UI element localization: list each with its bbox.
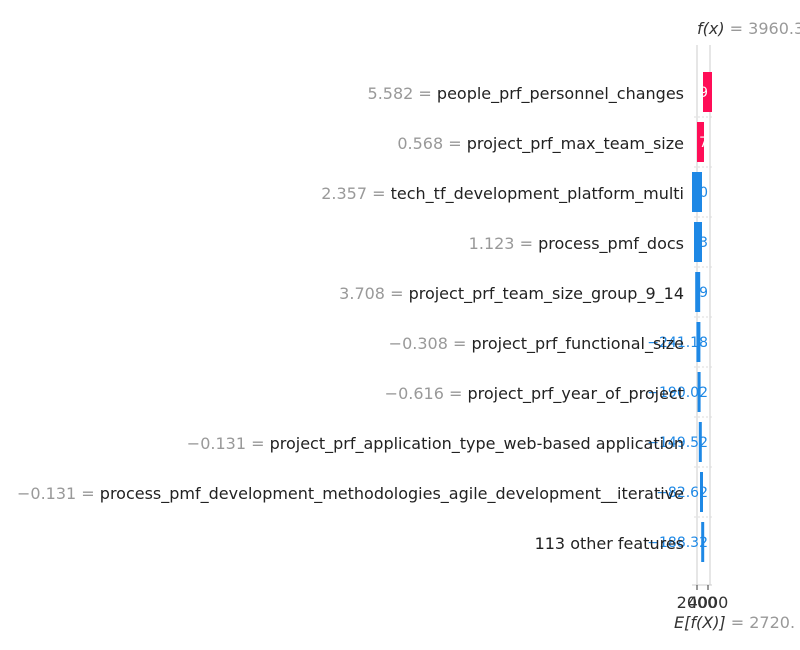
feature-value: −0.308 = xyxy=(389,334,472,353)
feature-label: −0.131 = process_pmf_development_methodo… xyxy=(17,484,684,504)
shap-bar-value: −149.52 xyxy=(647,435,708,451)
shap-bar xyxy=(701,522,705,562)
feature-name: people_prf_personnel_changes xyxy=(437,84,684,104)
x-tick-label: 4000 xyxy=(688,593,729,612)
feature-value: 0.568 = xyxy=(397,134,466,153)
expected-value-symbol: E[f(X)] xyxy=(674,613,726,632)
feature-value: 3.708 = xyxy=(339,284,408,303)
shap-bar-value: 0 xyxy=(699,185,708,201)
feature-name: process_pmf_development_methodologies_ag… xyxy=(100,484,684,504)
feature-label: −0.616 = project_prf_year_of_project xyxy=(385,384,684,404)
feature-label: −0.308 = project_prf_functional_size xyxy=(389,334,684,354)
expected-value-number: = 2720. xyxy=(726,613,795,632)
feature-name: project_prf_year_of_project xyxy=(467,384,684,404)
shap-bar-value: 9 xyxy=(699,85,708,101)
feature-label: 0.568 = project_prf_max_team_size xyxy=(397,134,684,154)
shap-bar xyxy=(703,72,712,112)
feature-label: 1.123 = process_pmf_docs xyxy=(469,234,684,254)
shap-bar xyxy=(695,272,701,312)
feature-name: 113 other features xyxy=(535,534,684,553)
feature-label: 113 other features xyxy=(535,534,684,553)
output-label: f(x) = 3960.3 xyxy=(697,19,800,38)
shap-bar xyxy=(696,322,701,362)
shap-bar xyxy=(692,172,702,212)
feature-value: 2.357 = xyxy=(321,184,390,203)
shap-bar-value: 7 xyxy=(699,135,708,151)
shap-bar xyxy=(697,372,701,412)
feature-name: project_prf_application_type_web-based a… xyxy=(270,434,684,454)
feature-label: 2.357 = tech_tf_development_platform_mul… xyxy=(321,184,684,204)
feature-value: −0.131 = xyxy=(17,484,100,503)
feature-name: project_prf_functional_size xyxy=(471,334,684,354)
feature-value: −0.616 = xyxy=(385,384,468,403)
feature-value: −0.131 = xyxy=(187,434,270,453)
feature-value: 1.123 = xyxy=(469,234,538,253)
feature-name: process_pmf_docs xyxy=(538,234,684,254)
shap-bar xyxy=(698,422,702,462)
feature-label: −0.131 = project_prf_application_type_we… xyxy=(187,434,684,454)
feature-value: 5.582 = xyxy=(368,84,437,103)
output-label-symbol: f(x) xyxy=(697,19,725,38)
feature-label: 3.708 = project_prf_team_size_group_9_14 xyxy=(339,284,684,304)
feature-name: project_prf_team_size_group_9_14 xyxy=(409,284,684,304)
shap-bar-value: 3 xyxy=(699,235,708,251)
shap-bar-value: 9 xyxy=(699,285,708,301)
x-tick-label: 2000 xyxy=(677,593,718,612)
output-label-value: = 3960.3 xyxy=(725,19,800,38)
shap-bar xyxy=(697,122,704,162)
shap-bar-value: −190.02 xyxy=(647,385,708,401)
shap-bar xyxy=(700,472,703,512)
feature-name: tech_tf_development_platform_multi xyxy=(391,184,684,204)
expected-value-label: E[f(X)] = 2720. xyxy=(674,613,795,632)
shap-bar xyxy=(694,222,702,262)
feature-label: 5.582 = people_prf_personnel_changes xyxy=(368,84,684,104)
shap-bar-value: −241.18 xyxy=(647,335,708,351)
shap-bar-value: −82.62 xyxy=(656,485,708,501)
shap-bar-value: −188.32 xyxy=(647,535,708,551)
feature-name: project_prf_max_team_size xyxy=(467,134,684,154)
